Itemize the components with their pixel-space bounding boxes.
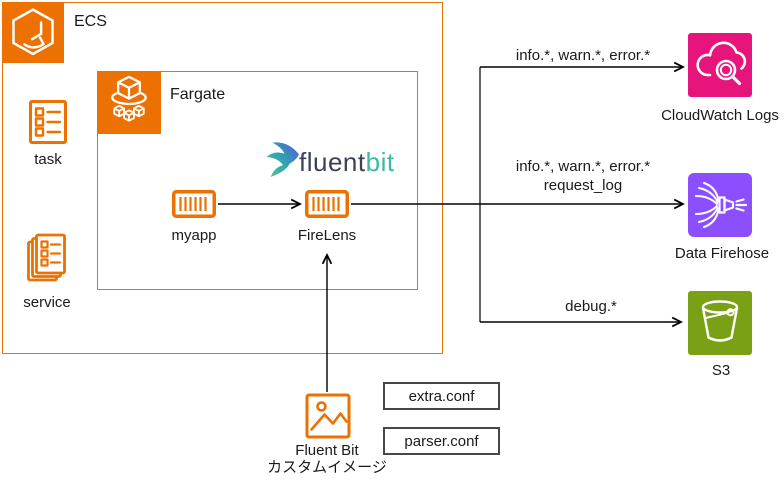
firelens-label: FireLens xyxy=(297,227,357,244)
edge-label-firehose-line2: request_log xyxy=(543,177,623,194)
cloudwatch-logs-icon xyxy=(688,33,752,97)
extra-conf-box: extra.conf xyxy=(383,382,500,410)
custom-image-icon xyxy=(305,393,351,444)
edge-label-cloudwatch: info.*, warn.*, error.* xyxy=(515,47,651,64)
firelens-icon xyxy=(305,190,349,223)
ecs-group-box xyxy=(2,2,443,354)
myapp-icon xyxy=(172,190,216,223)
fargate-icon xyxy=(97,71,161,134)
extra-conf-label: extra.conf xyxy=(408,387,475,405)
task-icon xyxy=(28,99,68,150)
data-firehose-icon xyxy=(688,173,752,237)
fargate-group-title: Fargate xyxy=(170,86,226,103)
custom-image-label: Fluent Bit カスタムイメージ xyxy=(267,442,387,476)
service-icon xyxy=(26,233,68,288)
logo-bit-text: bit xyxy=(365,146,395,177)
fargate-group-box xyxy=(97,71,418,290)
fluentbit-logo-text: fluentbit xyxy=(299,149,395,175)
parser-conf-box: parser.conf xyxy=(383,427,500,455)
custom-image-label-line2: カスタムイメージ xyxy=(267,459,387,476)
ecs-icon xyxy=(2,2,64,63)
edge-label-s3: debug.* xyxy=(565,298,617,315)
custom-image-label-line1: Fluent Bit xyxy=(295,442,359,459)
ecs-group-title: ECS xyxy=(74,13,107,30)
edge-label-firehose: info.*, warn.*, error.* request_log xyxy=(516,157,650,195)
fluentbit-logo: fluentbit xyxy=(263,139,395,180)
cloudwatch-label: CloudWatch Logs xyxy=(661,107,779,124)
task-label: task xyxy=(34,151,62,168)
s3-icon xyxy=(688,291,752,355)
s3-label: S3 xyxy=(711,362,731,379)
service-label: service xyxy=(23,294,71,311)
hummingbird-logo-icon xyxy=(266,142,299,177)
myapp-label: myapp xyxy=(171,227,217,244)
edge-label-firehose-line1: info.*, warn.*, error.* xyxy=(515,158,651,175)
firehose-label: Data Firehose xyxy=(674,245,770,262)
logo-fluent-text: fluent xyxy=(299,146,366,177)
parser-conf-label: parser.conf xyxy=(404,432,479,450)
